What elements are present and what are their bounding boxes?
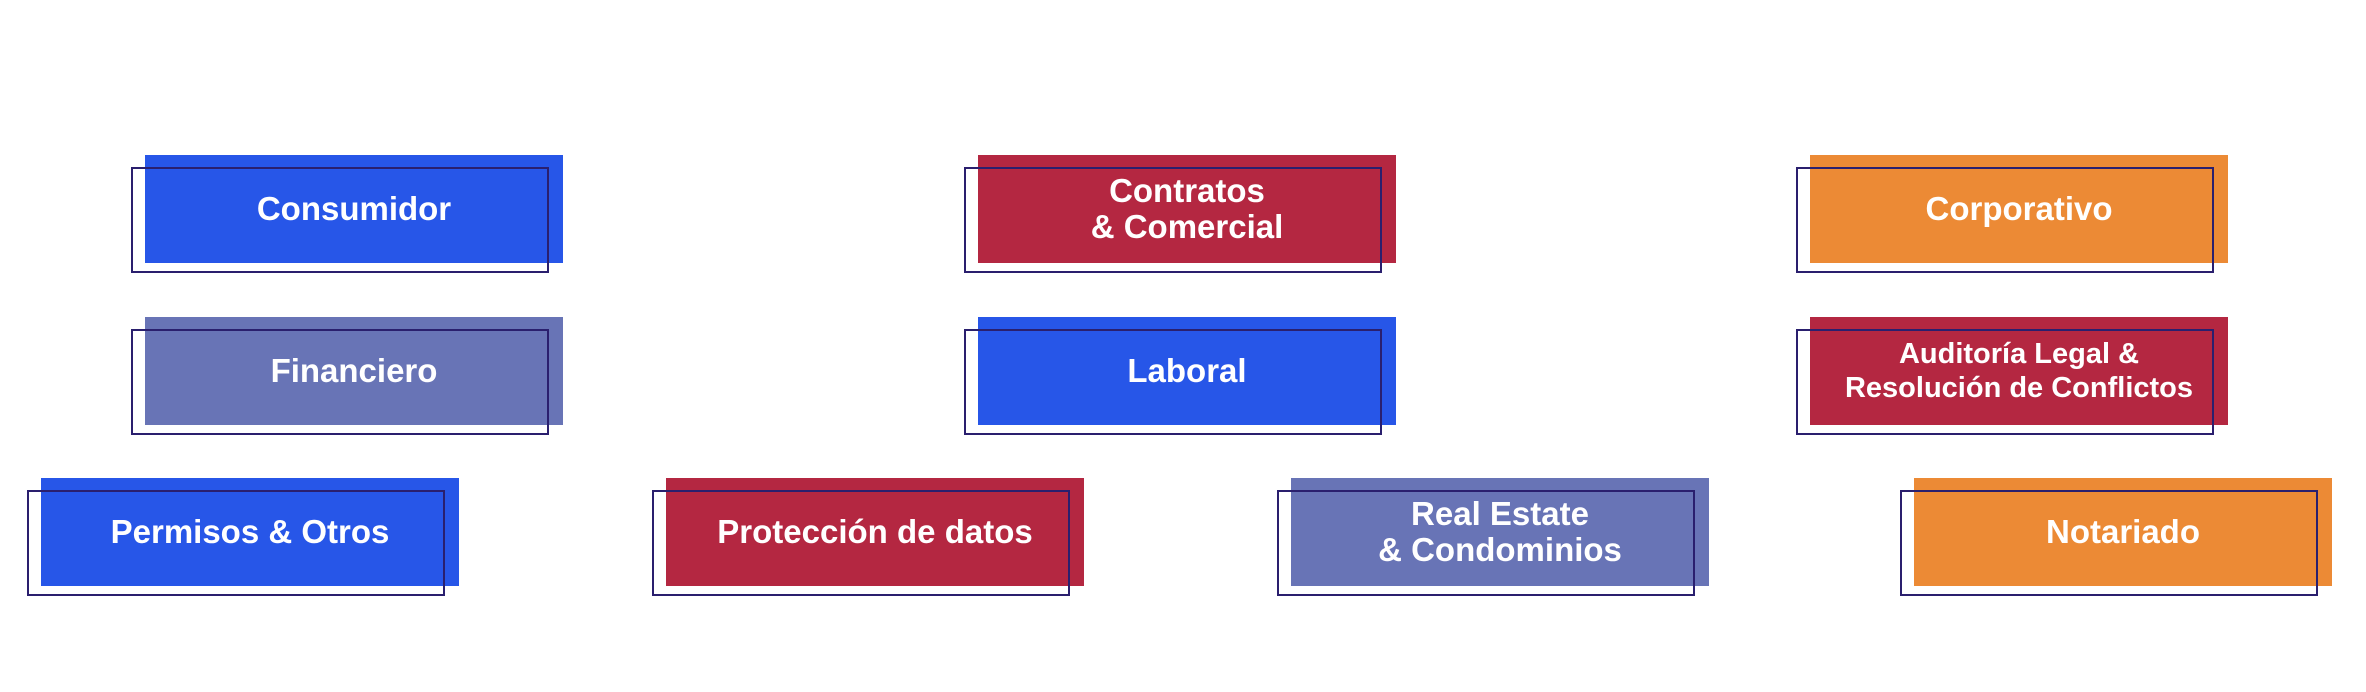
area-label: Real Estate & Condominios (1291, 478, 1709, 586)
area-label: Protección de datos (666, 478, 1084, 586)
area-label: Notariado (1914, 478, 2332, 586)
area-label: Permisos & Otros (41, 478, 459, 586)
area-auditoria-legal[interactable]: Auditoría Legal & Resolución de Conflict… (1796, 317, 2228, 439)
area-label: Financiero (145, 317, 563, 425)
area-corporativo[interactable]: Corporativo (1796, 155, 2228, 277)
area-contratos-comercial[interactable]: Contratos & Comercial (964, 155, 1396, 277)
area-label: Contratos & Comercial (978, 155, 1396, 263)
area-label: Corporativo (1810, 155, 2228, 263)
area-permisos-otros[interactable]: Permisos & Otros (27, 478, 459, 600)
area-financiero[interactable]: Financiero (131, 317, 563, 439)
area-consumidor[interactable]: Consumidor (131, 155, 563, 277)
area-proteccion-datos[interactable]: Protección de datos (652, 478, 1084, 600)
area-label: Laboral (978, 317, 1396, 425)
area-notariado[interactable]: Notariado (1900, 478, 2332, 600)
area-label: Auditoría Legal & Resolución de Conflict… (1810, 317, 2228, 425)
area-real-estate[interactable]: Real Estate & Condominios (1277, 478, 1709, 600)
area-laboral[interactable]: Laboral (964, 317, 1396, 439)
area-label: Consumidor (145, 155, 563, 263)
